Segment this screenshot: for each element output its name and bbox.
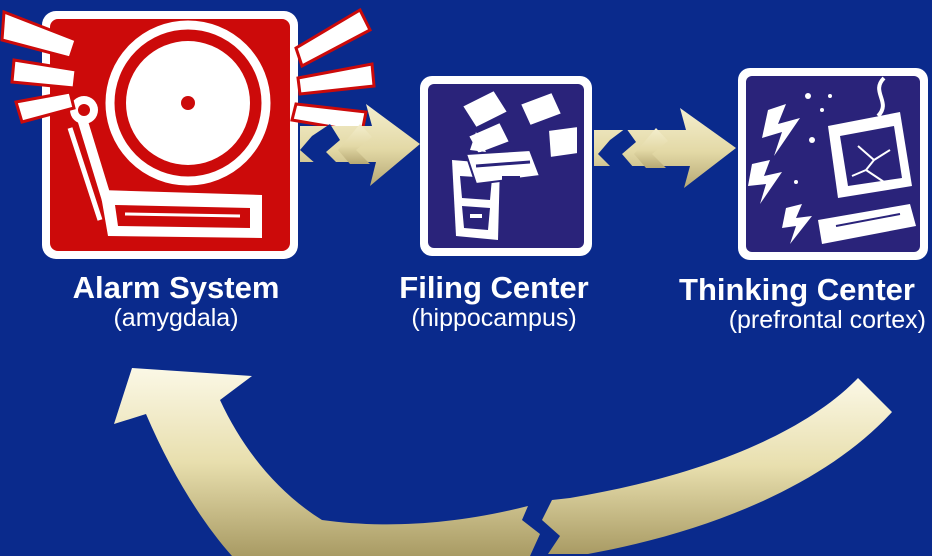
arrow-filing-to-thinking (594, 108, 736, 188)
thinking-center-title: Thinking Center (679, 272, 915, 307)
alarm-system-subtitle: (amygdala) (113, 304, 239, 332)
filing-center-subtitle: (hippocampus) (411, 304, 577, 332)
arrow-alarm-to-filing (300, 104, 420, 186)
filing-center-label: Filing Center (hippocampus) (388, 270, 600, 332)
thinking-center-tile (738, 68, 928, 260)
filing-center-title: Filing Center (399, 270, 589, 305)
thinking-center-label: Thinking Center (prefrontal cortex) (664, 272, 930, 334)
filing-center-tile (420, 76, 592, 256)
alarm-system-label: Alarm System (amygdala) (60, 270, 292, 332)
alarm-bell-icon (67, 20, 271, 238)
alarm-rays-left (0, 9, 78, 124)
file-cabinet-icon (452, 88, 579, 240)
thinking-center-subtitle: (prefrontal cortex) (728, 306, 926, 334)
alarm-system-tile (0, 7, 376, 259)
broken-computer-icon (748, 76, 916, 244)
alarm-system-title: Alarm System (72, 270, 280, 305)
return-arrow-thinking-to-alarm (114, 368, 892, 556)
alarm-rays-right (290, 7, 376, 134)
